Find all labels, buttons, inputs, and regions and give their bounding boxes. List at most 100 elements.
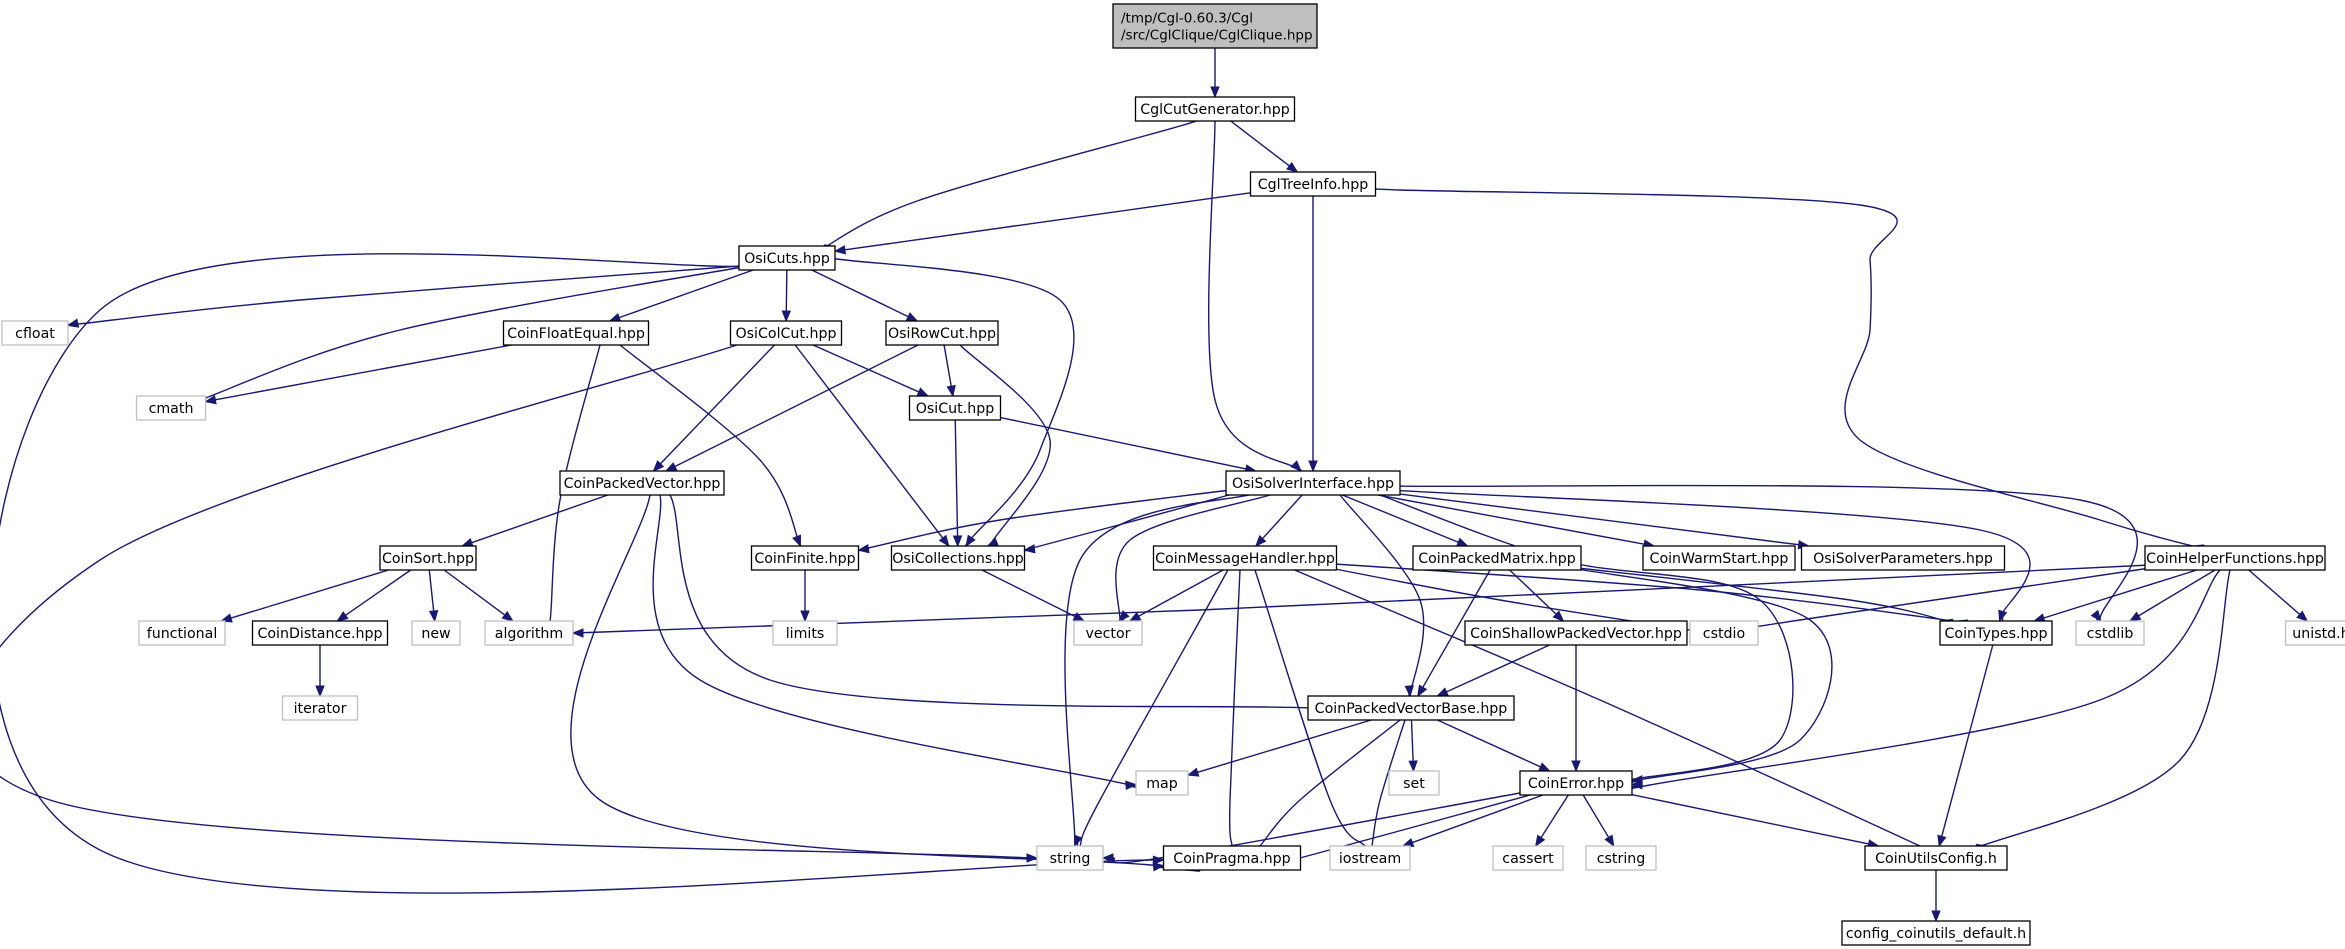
node-root[interactable]: /tmp/Cgl-0.60.3/Cgl/src/CglClique/CglCli… — [1112, 3, 1318, 49]
node-CoinError[interactable]: CoinError.hpp — [1519, 770, 1633, 796]
edge-arrowhead — [1026, 853, 1039, 863]
edge-line — [215, 344, 512, 401]
node-box — [484, 620, 574, 646]
edge-arrowhead — [315, 685, 325, 698]
edge-CoinSort-to-new — [428, 569, 439, 623]
node-label: OsiSolverInterface.hpp — [1232, 476, 1394, 492]
node-OsiCollections[interactable]: OsiCollections.hpp — [890, 545, 1026, 571]
edge-CoinError-to-cstring — [1582, 794, 1615, 848]
edge-line — [1366, 489, 1794, 784]
node-label: limits — [786, 626, 825, 642]
node-box — [135, 395, 207, 421]
edge-CglCutGenerator-to-CglTreeInfo — [1230, 120, 1299, 173]
node-CoinPackedMatrix[interactable]: CoinPackedMatrix.hpp — [1412, 545, 1582, 571]
node-label: algorithm — [495, 626, 563, 642]
node-label: cstring — [1597, 851, 1646, 867]
node-CglTreeInfo[interactable]: CglTreeInfo.hpp — [1249, 171, 1377, 197]
edge-line — [1295, 560, 1982, 626]
node-OsiSolverInterface[interactable]: OsiSolverInterface.hpp — [1225, 470, 1401, 496]
node-CoinFloatEqual[interactable]: CoinFloatEqual.hpp — [502, 320, 650, 346]
node-CoinPragma[interactable]: CoinPragma.hpp — [1162, 845, 1302, 871]
edge-line — [794, 344, 944, 539]
node-CoinFinite[interactable]: CoinFinite.hpp — [750, 545, 860, 571]
node-box — [2144, 545, 2326, 571]
node-CoinShallowPackedVector[interactable]: CoinShallowPackedVector.hpp — [1464, 620, 1688, 646]
edge-arrowhead — [1456, 537, 1469, 547]
edge-CoinPackedMatrix-to-CoinError — [1546, 561, 1833, 785]
node-iterator: iterator — [281, 695, 359, 721]
edge-OsiCuts-to-OsiRowCut — [811, 269, 919, 322]
edge-arrowhead — [1998, 609, 2008, 623]
node-box — [1519, 770, 1633, 796]
node-label: CglTreeInfo.hpp — [1258, 177, 1369, 193]
edge-line — [1357, 187, 2209, 552]
edge-line — [1377, 494, 1645, 545]
node-box — [379, 545, 477, 571]
node-CoinDistance[interactable]: CoinDistance.hpp — [251, 620, 389, 646]
node-CoinSort[interactable]: CoinSort.hpp — [379, 545, 477, 571]
node-box — [908, 395, 1002, 421]
edge-arrowhead — [2128, 611, 2142, 622]
node-box — [1642, 545, 1796, 571]
edge-line — [1000, 416, 1247, 470]
node-label: cfloat — [15, 326, 55, 342]
edge-CoinPackedMatrix-to-CoinPackedVectorBase — [1417, 569, 1491, 698]
node-map: map — [1135, 770, 1189, 796]
node-label: OsiRowCut.hpp — [888, 326, 996, 342]
edge-line — [618, 269, 754, 319]
edge-arrowhead — [1290, 460, 1302, 472]
node-box — [1464, 620, 1688, 646]
edge-CoinMessageHandler-to-CoinTypes — [1295, 560, 1982, 629]
node-iostream: iostream — [1329, 845, 1411, 871]
node-OsiRowCut[interactable]: OsiRowCut.hpp — [885, 320, 999, 346]
edge-arrowhead — [1023, 544, 1036, 554]
node-CoinHelperFunctions[interactable]: CoinHelperFunctions.hpp — [2144, 545, 2326, 571]
edge-OsiColCut-to-OsiCollections — [794, 344, 950, 548]
node-box — [1162, 845, 1302, 871]
edge-CoinDistance-to-iterator — [315, 645, 325, 698]
edge-arrowhead — [1401, 837, 1415, 847]
node-box — [1152, 545, 1338, 571]
node-OsiCut[interactable]: OsiCut.hpp — [908, 395, 1002, 421]
node-label: unistd.h — [2292, 626, 2345, 642]
edge-line — [1941, 644, 1994, 837]
edge-arrowhead — [428, 610, 439, 623]
edge-line — [2043, 569, 2197, 619]
edge-line — [609, 335, 803, 550]
node-OsiCuts[interactable]: OsiCuts.hpp — [738, 245, 836, 271]
node-CglCutGenerator[interactable]: CglCutGenerator.hpp — [1134, 96, 1296, 122]
edge-OsiCut-to-OsiSolverInterface — [1000, 416, 1258, 474]
node-label: map — [1146, 776, 1178, 792]
node-CoinTypes[interactable]: CoinTypes.hpp — [1939, 620, 2053, 646]
edge-arrowhead — [1210, 86, 1220, 99]
edge-line — [811, 269, 909, 318]
node-CoinWarmStart[interactable]: CoinWarmStart.hpp — [1642, 545, 1796, 571]
node-config_coinutils_default[interactable]: config_coinutils_default.h — [1841, 920, 2031, 946]
node-CoinUtilsConfig[interactable]: CoinUtilsConfig.h — [1864, 845, 2008, 871]
edge-line — [1399, 493, 1799, 546]
edge-arrowhead — [946, 384, 956, 398]
node-box — [138, 620, 226, 646]
node-CoinPackedVector[interactable]: CoinPackedVector.hpp — [559, 470, 725, 496]
edge-line — [812, 344, 920, 393]
node-label: CoinFloatEqual.hpp — [507, 326, 645, 342]
node-label: /tmp/Cgl-0.60.3/Cgl — [1121, 11, 1253, 27]
edge-arrowhead — [965, 534, 976, 548]
edge-line — [1197, 719, 1372, 773]
node-CoinPackedVectorBase[interactable]: CoinPackedVectorBase.hpp — [1307, 695, 1515, 721]
node-OsiColCut[interactable]: OsiColCut.hpp — [729, 320, 843, 346]
edge-CoinHelperFunctions-to-unistd — [2248, 569, 2309, 622]
edge-arrowhead — [2296, 610, 2309, 622]
node-box — [559, 470, 725, 496]
edge-arrowhead — [1073, 834, 1083, 848]
node-box — [1225, 470, 1401, 496]
node-label: new — [421, 626, 450, 642]
edge-line — [54, 262, 773, 328]
node-CoinMessageHandler[interactable]: CoinMessageHandler.hpp — [1152, 545, 1338, 571]
edge-CoinHelperFunctions-to-CoinUtilsConfig — [1955, 555, 2235, 857]
node-cstdlib: cstdlib — [2075, 620, 2145, 646]
node-box — [1036, 845, 1104, 871]
edge-OsiRowCut-to-OsiCut — [943, 344, 956, 398]
edge-arrowhead — [664, 462, 678, 472]
node-OsiSolverParameters[interactable]: OsiSolverParameters.hpp — [1800, 545, 2006, 571]
